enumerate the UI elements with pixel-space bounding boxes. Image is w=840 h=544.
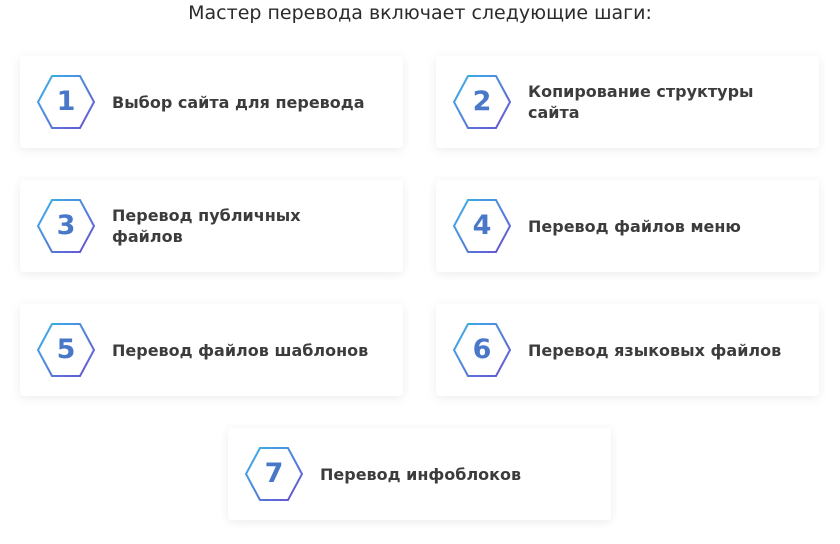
hexagon-icon (452, 75, 512, 129)
hexagon-icon (452, 199, 512, 253)
step-badge: 7 (244, 446, 304, 502)
step-card-3: 3 Перевод публичных файлов (20, 180, 403, 272)
step-badge: 5 (36, 322, 96, 378)
step-label: Перевод языковых файлов (528, 340, 782, 360)
step-number: 5 (56, 334, 76, 365)
hexagon-icon (244, 447, 304, 501)
step-label: Перевод файлов меню (528, 216, 741, 236)
step-card-2: 2 Копирование структуры сайта (436, 56, 819, 148)
step-number: 7 (264, 458, 284, 489)
step-card-4: 4 Перевод файлов меню (436, 180, 819, 272)
step-card-5: 5 Перевод файлов шаблонов (20, 304, 403, 396)
hexagon-icon (36, 199, 96, 253)
page-title: Мастер перевода включает следующие шаги: (188, 2, 652, 24)
hexagon-icon (36, 323, 96, 377)
step-card-1: 1 Выбор сайта для перевода (20, 56, 403, 148)
step-number: 2 (472, 86, 492, 117)
step-label: Копирование структуры сайта (528, 82, 754, 122)
step-badge: 1 (36, 74, 96, 130)
step-number: 3 (56, 210, 76, 241)
step-number: 6 (472, 334, 492, 365)
step-label: Выбор сайта для перевода (112, 92, 365, 112)
step-badge: 2 (452, 74, 512, 130)
step-number: 4 (472, 210, 492, 241)
step-label: Перевод инфоблоков (320, 464, 522, 484)
hexagon-icon (36, 75, 96, 129)
step-card-6: 6 Перевод языковых файлов (436, 304, 819, 396)
step-label: Перевод файлов шаблонов (112, 340, 369, 360)
step-badge: 4 (452, 198, 512, 254)
hexagon-icon (452, 323, 512, 377)
step-number: 1 (56, 86, 76, 117)
step-badge: 3 (36, 198, 96, 254)
step-label: Перевод публичных файлов (112, 206, 301, 246)
step-card-7: 7 Перевод инфоблоков (228, 428, 611, 520)
step-badge: 6 (452, 322, 512, 378)
